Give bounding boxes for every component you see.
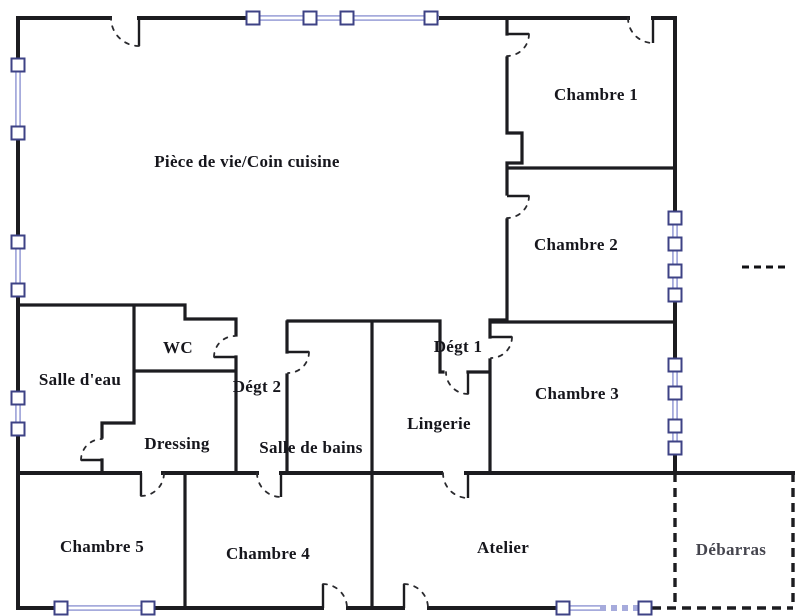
window: [10, 234, 26, 298]
room-label-salle-d-eau: Salle d'eau: [38, 370, 122, 389]
door-swing-arc: [506, 33, 530, 57]
room-label-degt-2: Dégt 2: [232, 377, 282, 396]
window: [667, 357, 683, 456]
room-label-chambre-4: Chambre 4: [225, 544, 311, 563]
room-label-wc: WC: [163, 338, 193, 357]
door-swing-arc: [506, 195, 530, 219]
door-swing-arcs: [80, 17, 654, 609]
room-label-salle-de-bains: Salle de bains: [259, 438, 363, 457]
window: [10, 390, 26, 437]
room-label-atelier: Atelier: [476, 538, 530, 557]
room-label-chambre-3: Chambre 3: [534, 384, 620, 403]
door-swing-arc: [322, 583, 348, 609]
debarras-dashed-walls: [652, 473, 795, 610]
room-label-degt-1: Dégt 1: [433, 337, 483, 356]
door-swing-arc: [490, 336, 513, 359]
door-swing-arc: [287, 351, 310, 374]
room-label-chambre-1: Chambre 1: [553, 85, 639, 104]
door-swing-arc: [213, 335, 236, 358]
door-swing-arc: [80, 438, 103, 461]
room-label-lingerie: Lingerie: [407, 414, 471, 433]
interior-walls: [16, 16, 677, 610]
window: [555, 600, 653, 616]
door-swing-arc: [627, 17, 654, 44]
window: [667, 210, 683, 303]
door-swing-arc: [442, 472, 469, 499]
room-label-debarras: Débarras: [695, 540, 767, 559]
door-swing-arc: [445, 371, 469, 395]
room-label-dressing: Dressing: [144, 434, 210, 453]
door-swing-arc: [140, 472, 165, 497]
door-swing-arc: [256, 472, 282, 498]
door-swing-arc: [110, 17, 140, 47]
window: [53, 600, 156, 616]
room-label-chambre-2: Chambre 2: [533, 235, 619, 254]
window: [245, 10, 439, 26]
door-leaves: [81, 18, 655, 608]
exterior-walls: [16, 16, 677, 610]
room-label-piece-de-vie: Pièce de vie/Coin cuisine: [154, 152, 340, 171]
window: [10, 57, 26, 141]
windows: [10, 10, 683, 616]
room-label-chambre-5: Chambre 5: [59, 537, 145, 556]
door-swing-arc: [403, 583, 429, 609]
